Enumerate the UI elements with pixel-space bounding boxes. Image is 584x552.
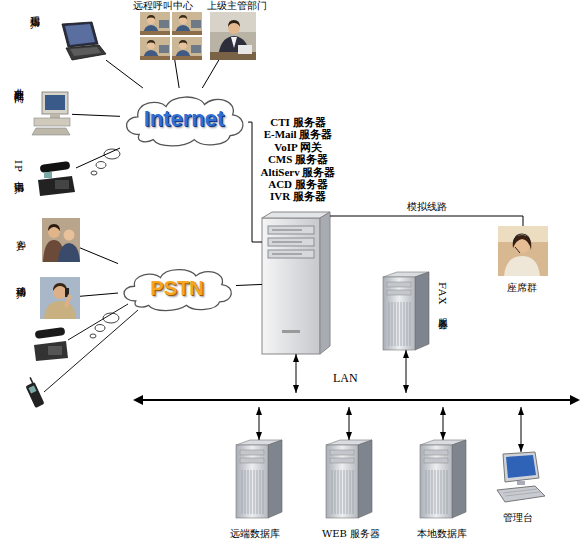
connector — [175, 60, 179, 88]
server-function: AltiServ 服务器 — [256, 166, 340, 178]
customer-photo — [42, 218, 80, 262]
photo-node: 客户 — [42, 218, 80, 262]
network-cloud: PSTN — [118, 262, 236, 314]
node-label: FAX 服务器 — [436, 282, 448, 313]
connector — [296, 354, 297, 393]
agent-photo — [498, 226, 548, 276]
connector — [202, 60, 219, 88]
server-node: 本地数据库 — [420, 440, 466, 518]
laptop-icon — [62, 22, 106, 60]
bus-line — [141, 399, 572, 401]
cloud-label: PSTN — [118, 276, 236, 300]
photo-node: 座席群 — [498, 226, 548, 276]
connector — [259, 407, 260, 440]
server-function: IVR 服务器 — [256, 190, 340, 202]
server-function: CTI 服务器 — [256, 116, 340, 128]
server-function: CMS 服务器 — [256, 153, 340, 165]
connector — [106, 60, 143, 88]
connector — [521, 407, 522, 452]
phone-wires — [44, 304, 138, 392]
cloud-label: Internet — [120, 106, 248, 132]
device-node: 远程用户 — [58, 22, 106, 62]
device-node: 业务处理部门 — [32, 92, 72, 135]
node-label: IP电话用户 — [12, 160, 24, 177]
node-label: 移动用户 — [14, 278, 26, 282]
server-node: 远端数据库 — [236, 440, 282, 518]
main-server-tower — [262, 212, 330, 354]
server-function: VoIP 网关 — [256, 141, 340, 153]
connector — [80, 293, 118, 296]
lan-bus: LAN — [133, 393, 580, 407]
connector — [72, 114, 120, 116]
server-towers — [236, 272, 466, 518]
node-label: 本地数据库 — [417, 528, 467, 540]
node-label: 上级主管部门 — [207, 0, 267, 12]
console-monitor — [497, 452, 545, 502]
connector — [349, 407, 350, 440]
photo-node: 上级主管部门 — [210, 12, 256, 60]
network-cloud: Internet — [120, 88, 248, 150]
node-label: 远程用户 — [28, 8, 40, 12]
node-label: 业务处理部门 — [12, 80, 24, 86]
cell-phone-icon — [23, 377, 45, 408]
ip-phone-icon — [38, 161, 75, 196]
bus-label: LAN — [333, 372, 358, 384]
console-node: 管理台 — [495, 452, 547, 502]
thought-bubbles — [90, 149, 120, 338]
connector — [76, 148, 120, 168]
server-node: FAX 服务器 — [383, 272, 429, 350]
bus-outline — [133, 393, 580, 407]
connector — [236, 284, 262, 285]
node-label: WEB 服务器 — [322, 528, 380, 540]
server-node: CTI 服务器E-Mail 服务器VoIP 网关CMS 服务器AltiServ … — [262, 212, 330, 354]
connector — [406, 350, 407, 393]
node-label: 客户 — [14, 232, 26, 234]
node-label: 座席群 — [507, 282, 537, 294]
connector — [248, 122, 262, 242]
device-node: IP电话用户 — [36, 158, 76, 196]
server-function: ACD 服务器 — [256, 178, 340, 190]
server-function: E-Mail 服务器 — [256, 128, 340, 140]
mobile-user-photo — [40, 277, 80, 319]
connector — [80, 248, 118, 264]
bus-arrowhead — [570, 395, 580, 405]
computer-icon — [32, 92, 70, 135]
server-node: WEB 服务器 — [326, 440, 372, 518]
photo-node: 移动用户 — [40, 277, 80, 319]
connector — [443, 407, 444, 440]
node-label: 远端数据库 — [230, 528, 280, 540]
edge-label: 模拟线路 — [407, 201, 447, 213]
desk-phone-icon — [34, 327, 68, 361]
node-label: 远程呼叫中心 — [133, 0, 193, 12]
connector — [330, 216, 523, 226]
bus-arrowhead — [133, 395, 143, 405]
node-label: 管理台 — [503, 512, 533, 524]
call-center-photo — [140, 12, 202, 60]
photo-node: 远程呼叫中心 — [140, 12, 202, 60]
manager-photo — [210, 12, 256, 60]
